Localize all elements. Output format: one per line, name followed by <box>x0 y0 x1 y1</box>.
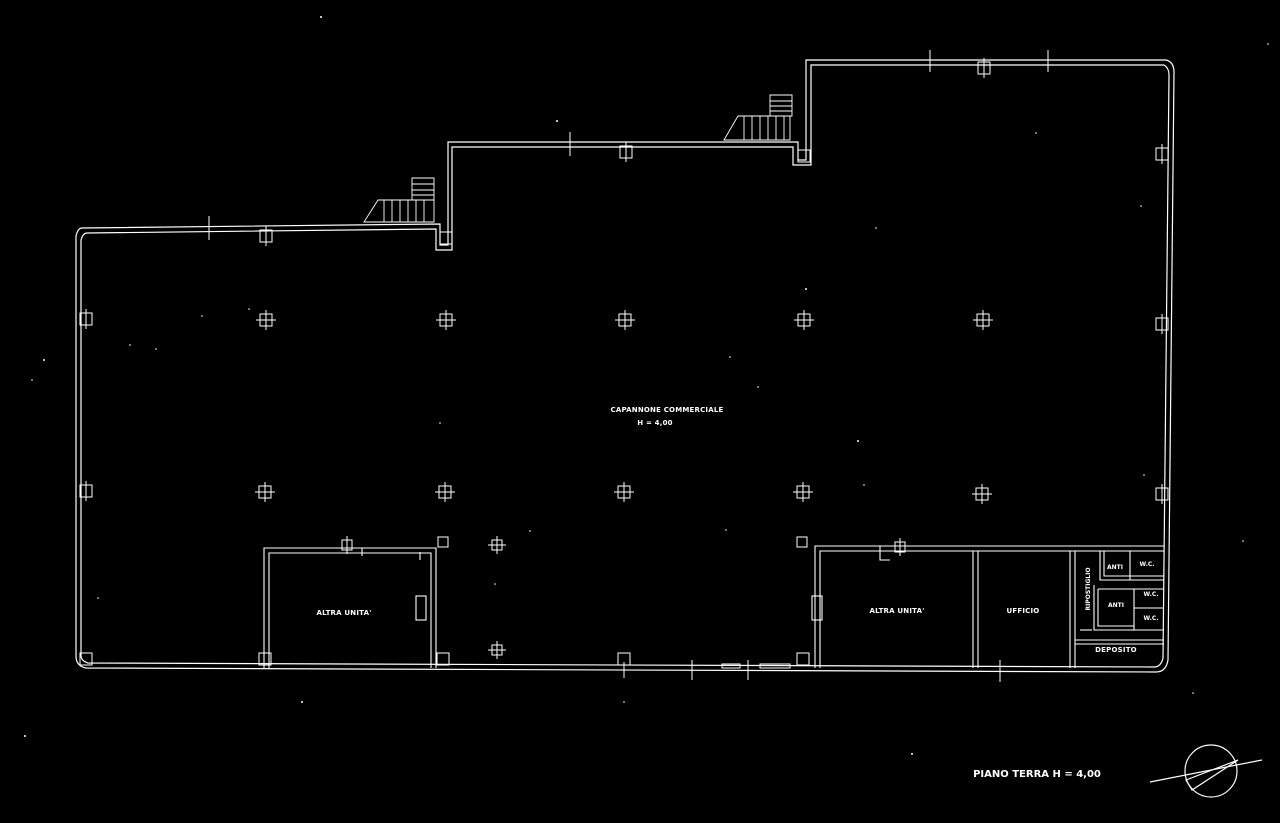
column <box>793 482 813 502</box>
column <box>79 481 93 501</box>
column <box>894 538 906 556</box>
room-label-ufficio: UFFICIO <box>1007 607 1040 615</box>
column <box>796 652 810 666</box>
room-label-ripostiglio: RIPOSTIGLIO <box>1085 567 1092 610</box>
column <box>615 310 635 330</box>
column <box>1155 144 1169 164</box>
column <box>436 310 456 330</box>
wall-openings <box>208 50 1049 682</box>
column <box>437 536 449 548</box>
column-grid <box>79 58 1169 666</box>
column <box>439 231 453 245</box>
outer-walls <box>75 59 1175 673</box>
column <box>797 149 811 163</box>
room-label-deposito: DEPOSITO <box>1095 646 1137 654</box>
column <box>488 536 506 554</box>
column <box>436 652 450 666</box>
column <box>619 142 633 162</box>
column <box>614 482 634 502</box>
compass-north-icon <box>1149 744 1263 798</box>
column <box>341 536 353 554</box>
column <box>1155 314 1169 334</box>
column <box>1155 484 1169 504</box>
column <box>973 310 993 330</box>
scan-speckles <box>24 16 1269 755</box>
main-hall-height: H = 4,00 <box>637 419 672 427</box>
column <box>435 482 455 502</box>
room-block-right <box>811 545 1164 668</box>
column <box>259 226 273 246</box>
stairs-left <box>363 177 435 223</box>
column <box>258 652 272 666</box>
stairs-right <box>723 94 793 141</box>
column <box>977 58 991 78</box>
room-label-wc-2: W.C. <box>1143 591 1158 598</box>
room-altra-unita-left <box>263 547 437 668</box>
column <box>256 310 276 330</box>
main-hall-name: CAPANNONE COMMERCIALE <box>611 406 724 414</box>
column <box>255 482 275 502</box>
room-label-altra-unita-right: ALTRA UNITA' <box>869 607 924 615</box>
room-label-wc-3: W.C. <box>1143 615 1158 622</box>
column <box>796 536 808 548</box>
room-label-wc-1: W.C. <box>1139 561 1154 568</box>
column <box>972 484 992 504</box>
room-label-altra-unita-left: ALTRA UNITA' <box>316 609 371 617</box>
column <box>79 309 93 329</box>
column <box>794 310 814 330</box>
column <box>79 652 93 666</box>
room-label-anti-top: ANTI <box>1107 564 1123 571</box>
room-label-anti-bottom: ANTI <box>1108 602 1124 609</box>
floor-title: PIANO TERRA H = 4,00 <box>973 769 1101 780</box>
column <box>488 641 506 659</box>
